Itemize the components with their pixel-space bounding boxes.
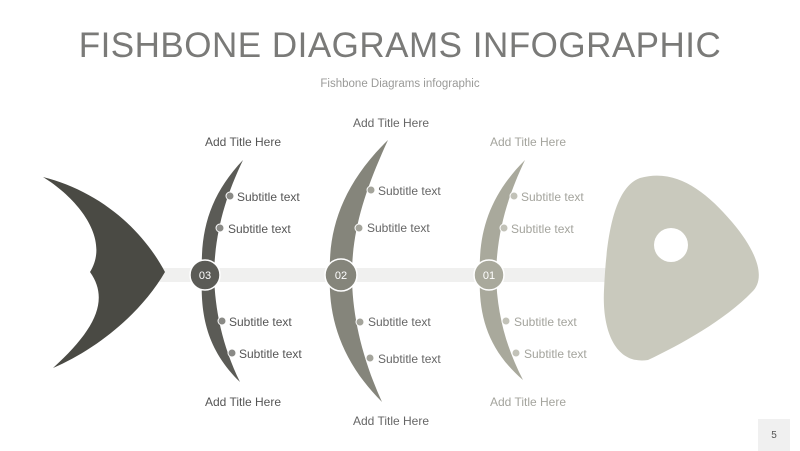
bone-02-item: Subtitle text	[367, 221, 430, 235]
bone-01-circle	[473, 259, 505, 291]
bone-01-top-title: Add Title Here	[489, 135, 567, 149]
bone-02-item: Subtitle text	[378, 352, 441, 366]
bone-02-lower	[329, 275, 382, 402]
bone-02-dot	[354, 223, 364, 233]
bone-01-dot	[509, 191, 519, 201]
bone-01-lower	[479, 275, 523, 380]
bone-03-lower	[201, 275, 240, 382]
bone-03-top-title: Add Title Here	[204, 135, 282, 149]
bone-01-upper	[479, 160, 525, 275]
bone-01-dot	[501, 316, 511, 326]
bone-02-dot	[355, 317, 365, 327]
bone-02-upper	[329, 140, 388, 275]
bone-02-dot	[365, 353, 375, 363]
bone-02-dot	[366, 185, 376, 195]
bone-03-item: Subtitle text	[228, 222, 291, 236]
bone-02-number: 02	[335, 270, 347, 282]
bone-02-bottom-title: Add Title Here	[352, 414, 430, 428]
bone-01-item: Subtitle text	[524, 347, 587, 361]
bone-01-bottom-title: Add Title Here	[489, 395, 567, 409]
bone-02-item: Subtitle text	[378, 184, 441, 198]
bone-03-item: Subtitle text	[239, 347, 302, 361]
bone-01-item: Subtitle text	[521, 190, 584, 204]
page-number: 5	[758, 419, 790, 451]
bone-03-dot	[215, 223, 225, 233]
page-subtitle: Fishbone Diagrams infographic	[320, 78, 480, 90]
bone-01-dot	[499, 223, 509, 233]
bone-01-item: Subtitle text	[514, 315, 577, 329]
bone-03-bottom-title: Add Title Here	[204, 395, 282, 409]
bone-02-item: Subtitle text	[368, 315, 431, 329]
fish-head	[603, 175, 759, 361]
bone-03-item: Subtitle text	[237, 190, 300, 204]
bone-01-dot	[511, 348, 521, 358]
bone-02-circle	[324, 258, 358, 292]
bone-01-number: 01	[483, 270, 495, 282]
bone-02-top-title: Add Title Here	[352, 116, 430, 130]
fish-eye	[654, 228, 688, 262]
bone-03-dot	[227, 348, 237, 358]
bone-01-item: Subtitle text	[511, 222, 574, 236]
bone-03-circle	[189, 259, 221, 291]
bone-03-dot	[217, 316, 227, 326]
fish-tail	[43, 177, 165, 368]
bone-03-item: Subtitle text	[229, 315, 292, 329]
bone-03-upper	[201, 160, 243, 275]
bone-03-dot	[225, 191, 235, 201]
bone-03-number: 03	[199, 270, 211, 282]
page-title: FISHBONE DIAGRAMS INFOGRAPHIC	[78, 26, 722, 65]
